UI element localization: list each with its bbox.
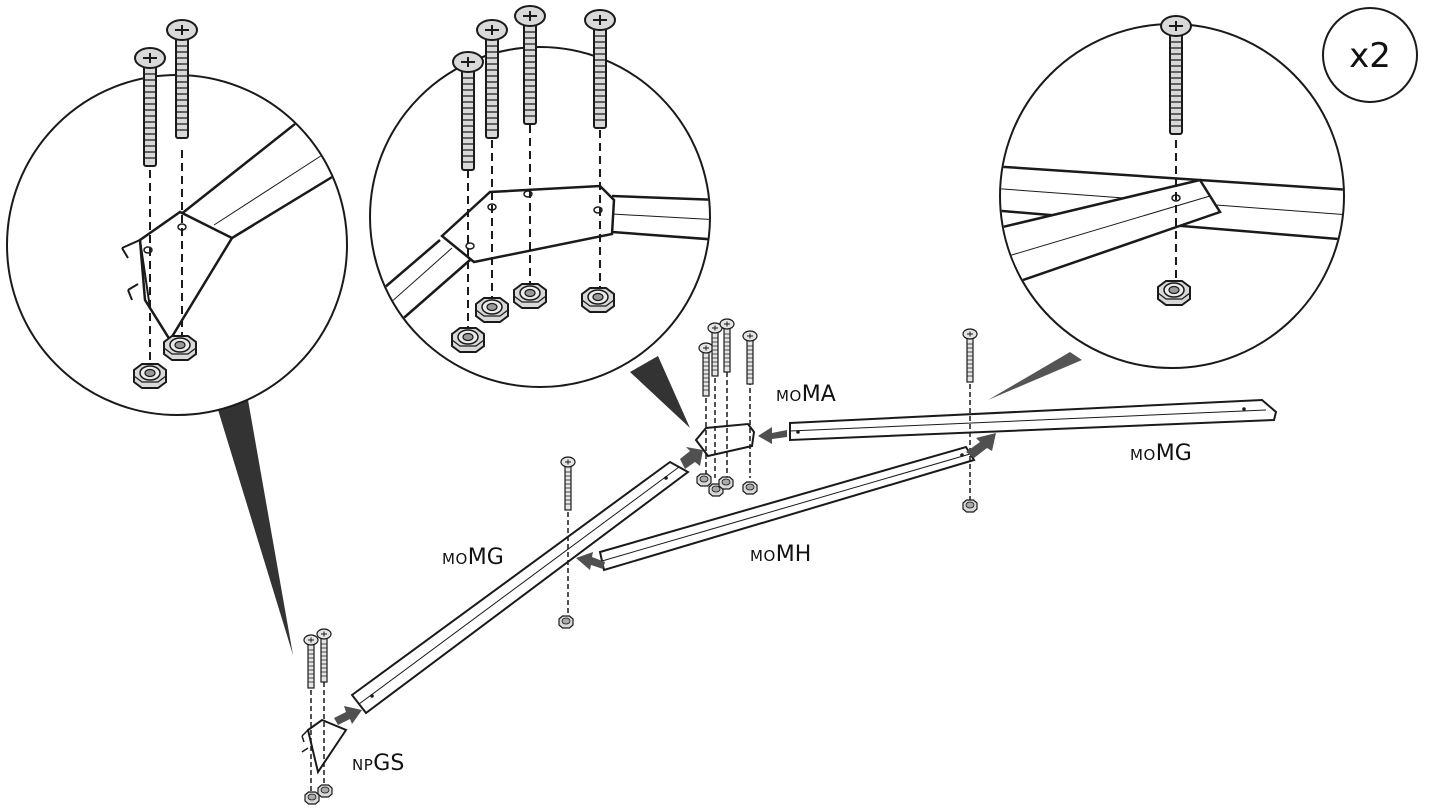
bolt-icon [698, 342, 714, 397]
svg-text:MOMH: MOMH [750, 542, 811, 567]
nut-icon [742, 481, 758, 495]
nut-icon [513, 283, 547, 309]
bolt-icon [560, 456, 576, 511]
callout-tail-left [215, 400, 293, 655]
svg-text:MOMA: MOMA [776, 382, 836, 407]
nut-icon [1157, 280, 1191, 306]
nut-icon [718, 476, 734, 490]
nut-icon [558, 615, 574, 629]
callout-tail-center [630, 356, 690, 428]
nut-icon [696, 473, 712, 487]
zoom-callout-crossing [999, 23, 1345, 369]
quantity-badge: x2 [1322, 7, 1418, 103]
tube-mg-right [789, 398, 1278, 442]
nut-icon [581, 287, 615, 313]
bolt-icon [742, 330, 758, 385]
nut-icon [451, 327, 485, 353]
nut-icon [475, 297, 509, 323]
bolt-icon [962, 328, 978, 383]
nut-icon [317, 784, 333, 798]
bolt-icon [719, 318, 735, 373]
part-label-ma: MOMA [776, 382, 836, 407]
nut-icon [304, 791, 320, 805]
svg-text:MOMG: MOMG [1130, 441, 1192, 466]
part-label-gs: NPGS [352, 751, 404, 776]
zoom-callout-bracket [6, 74, 348, 416]
quantity-label: x2 [1349, 36, 1391, 76]
tube-mg-left [350, 460, 690, 715]
direction-arrow-icon [576, 552, 605, 570]
bolt-icon [316, 628, 332, 683]
bolt-icon [303, 634, 319, 689]
part-label-mh: MOMH [750, 542, 811, 567]
nut-icon [962, 499, 978, 513]
direction-arrow-icon [680, 447, 703, 469]
bracket-gs [301, 682, 348, 792]
callout-tail-right [988, 352, 1082, 400]
nut-icon [163, 335, 197, 361]
zoom-callout-plate [369, 46, 711, 388]
direction-arrow-icon [758, 427, 787, 444]
svg-text:MOMG: MOMG [442, 545, 504, 570]
plate-ma [694, 372, 756, 478]
direction-arrow-icon [966, 433, 996, 458]
direction-arrow-icon [334, 706, 362, 725]
svg-text:NPGS: NPGS [352, 751, 404, 776]
part-label-mg-left: MOMG [442, 545, 504, 570]
nut-icon [133, 363, 167, 389]
part-label-mg-right: MOMG [1130, 441, 1192, 466]
